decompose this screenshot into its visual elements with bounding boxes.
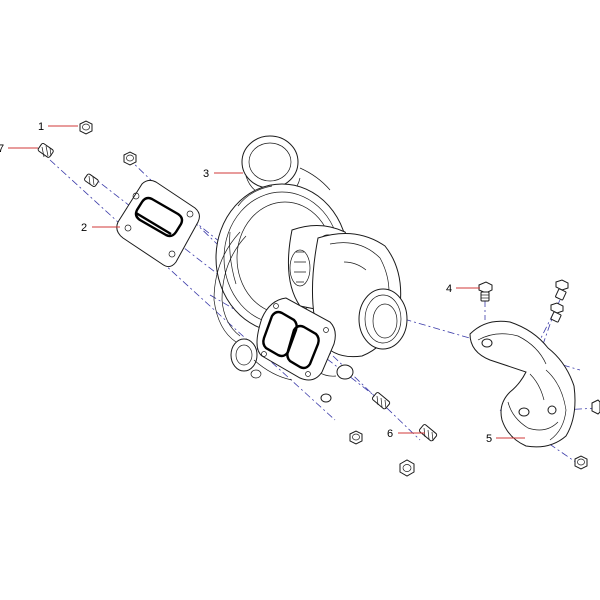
callout-label-4: 4: [446, 283, 452, 295]
callout-label-5: 5: [486, 433, 492, 445]
stud-small-upper: [84, 173, 99, 188]
nut-lower-left: [349, 430, 363, 445]
callout-label-6: 6: [387, 428, 393, 440]
part-4-bolt: [478, 281, 493, 302]
part-5-heat-shield: [469, 320, 576, 448]
callout-1: 1: [38, 121, 78, 133]
part-2-gasket: [116, 179, 200, 268]
nut-upper-center: [123, 151, 137, 166]
callout-6: 6: [387, 428, 425, 440]
nut-lower-right: [574, 455, 588, 470]
part-3-turbocharger: [213, 135, 408, 403]
nut-far-right: [591, 399, 600, 415]
callout-label-1: 1: [38, 121, 44, 133]
nut-lower-center: [399, 459, 415, 477]
stud-lower-middle: [371, 392, 391, 410]
callout-label-2: 2: [81, 222, 87, 234]
callout-4: 4: [446, 283, 480, 295]
callout-3: 3: [203, 168, 243, 180]
callout-2: 2: [81, 222, 120, 234]
callout-label-3: 3: [203, 168, 209, 180]
part-1-nut: [79, 120, 93, 135]
callout-7: 7: [0, 143, 38, 155]
callout-label-7: 7: [0, 143, 4, 155]
callout-5: 5: [486, 433, 525, 445]
part-7-stud: [37, 142, 54, 158]
bolts-upper-right: [550, 279, 569, 323]
